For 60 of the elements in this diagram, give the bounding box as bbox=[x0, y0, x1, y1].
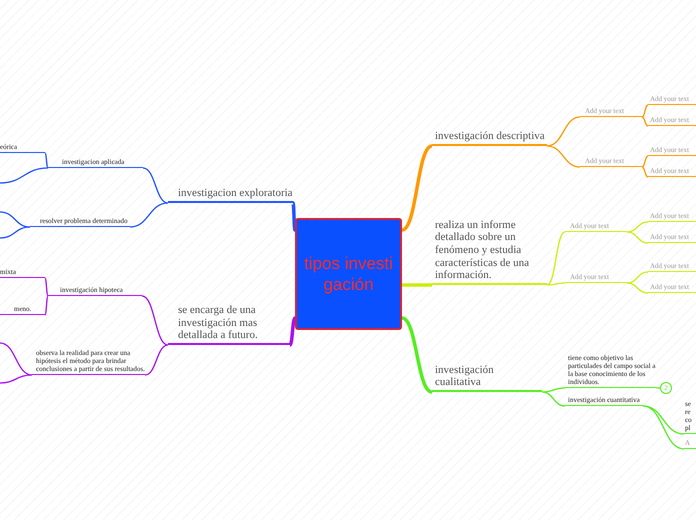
branch-topic bbox=[648, 262, 696, 272]
branch-topic bbox=[648, 146, 696, 156]
connector-line bbox=[0, 374, 32, 384]
node-label: se encarga de una investigación mas detallada a futuro. bbox=[178, 304, 259, 342]
connector-line bbox=[626, 271, 648, 284]
connector-line bbox=[44, 278, 49, 296]
connector-line bbox=[642, 104, 648, 118]
connector-line bbox=[288, 317, 296, 346]
connector-line bbox=[0, 342, 32, 376]
branch-topic bbox=[565, 394, 643, 406]
connector-line bbox=[626, 282, 648, 294]
branch-topic bbox=[648, 212, 696, 222]
branch-topic bbox=[0, 143, 45, 153]
branch-topic bbox=[648, 233, 696, 243]
connector-line bbox=[642, 116, 648, 127]
node-label: investigación descriptiva bbox=[435, 130, 545, 143]
branch-topic bbox=[565, 222, 627, 232]
branch-topic bbox=[648, 95, 696, 105]
node-label: tipos investigación bbox=[303, 252, 394, 296]
node-label: realiza un informe detallado sobre un fenómeno y estudia características de una información. bbox=[435, 218, 530, 282]
branch-topic bbox=[0, 305, 45, 315]
connector-line bbox=[291, 202, 297, 230]
branch-topic bbox=[565, 273, 627, 283]
branch-topic bbox=[432, 220, 547, 285]
branch-topic bbox=[648, 116, 696, 126]
node-label: investigacion exploratoria bbox=[178, 187, 293, 200]
connector-line bbox=[546, 282, 566, 286]
connector-line bbox=[642, 155, 648, 168]
connector-line bbox=[626, 231, 648, 244]
connector-line bbox=[402, 283, 432, 287]
connector-line bbox=[144, 344, 168, 376]
branch-topic bbox=[648, 283, 696, 293]
connector-line bbox=[142, 167, 168, 204]
connector-line bbox=[44, 152, 49, 168]
connector-line bbox=[626, 221, 648, 233]
connector-line bbox=[0, 167, 48, 184]
connector-line bbox=[642, 405, 684, 450]
connector-line bbox=[0, 211, 30, 228]
branch-topic bbox=[648, 167, 696, 177]
connector-line bbox=[642, 166, 648, 178]
number-circle bbox=[660, 382, 672, 394]
topic-box bbox=[295, 218, 402, 330]
connector-line bbox=[142, 295, 168, 346]
connector-line bbox=[401, 144, 433, 232]
connector-line bbox=[0, 226, 30, 239]
branch-topic bbox=[580, 106, 642, 117]
branch-topic bbox=[580, 156, 642, 167]
branch-topic bbox=[684, 438, 696, 449]
connector-line bbox=[542, 387, 566, 393]
branch-topic bbox=[48, 285, 142, 296]
connector-line bbox=[546, 231, 566, 286]
connector-line bbox=[401, 316, 433, 394]
node-label: investigación cualitativa bbox=[435, 364, 495, 389]
connector-line bbox=[542, 391, 566, 407]
connector-line bbox=[44, 296, 49, 316]
connector-line bbox=[130, 202, 168, 228]
branch-topic bbox=[48, 157, 143, 168]
connector-line bbox=[546, 116, 580, 147]
connector-line bbox=[657, 387, 660, 389]
connector-line bbox=[546, 145, 580, 168]
